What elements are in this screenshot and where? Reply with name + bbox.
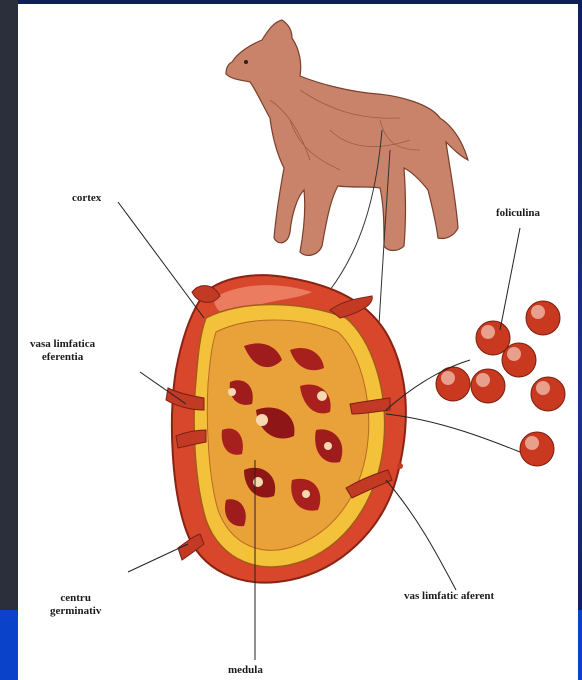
- label-cortex: cortex: [72, 192, 101, 205]
- dog-figure: [226, 20, 468, 255]
- label-follicles: foliculina: [496, 207, 540, 220]
- label-medulla: medula: [228, 664, 263, 677]
- label-germinal-center: centru germinativ: [50, 592, 101, 618]
- lymph-node: [166, 275, 406, 582]
- label-efferent-vessels: vasa limfatica eferentia: [30, 338, 95, 364]
- label-afferent-vessel: vas limfatic aferent: [404, 590, 494, 603]
